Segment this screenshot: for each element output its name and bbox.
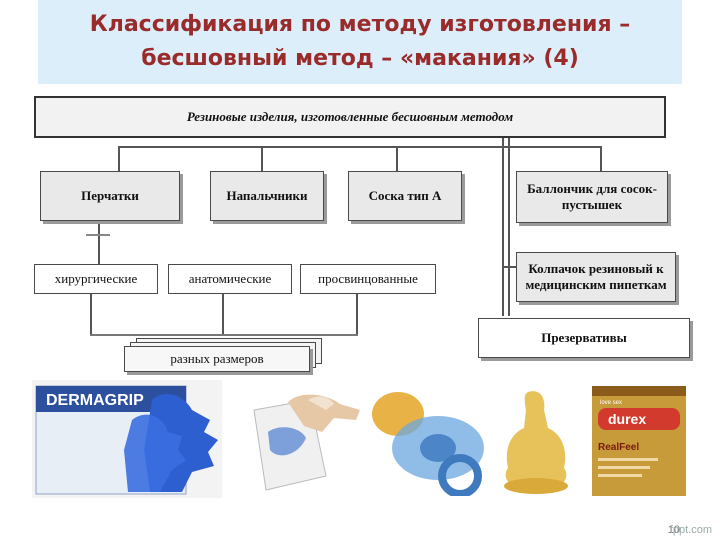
node-leaded: просвинцованные [300,264,436,294]
condom-box-photo: love sex durex RealFeel [586,382,690,498]
connector [508,138,510,316]
connector [118,146,602,148]
condom-brand-text: durex [608,411,646,427]
node-gloves: Перчатки [40,171,180,221]
classification-diagram: Резиновые изделия, изготовленные бесшовн… [26,86,706,376]
connector [98,224,100,264]
connector [600,146,602,171]
node-condoms: Презервативы [478,318,690,358]
slide-title: Классификация по методу изготовления – б… [38,8,682,76]
page-number: 10 [667,524,680,536]
node-surgical: хирургические [34,264,158,294]
node-anatomical: анатомические [168,264,292,294]
surgical-gloves-photo: DERMAGRIP [32,380,222,498]
title-line-1: Классификация по методу изготовления – [89,12,631,37]
connector [90,334,358,336]
condom-tagline-text: love sex [600,400,622,406]
node-various-sizes: разных размеров [124,346,310,372]
gloves-brand-text: DERMAGRIP [46,392,144,409]
footer-site-logo: fppt.com [669,524,712,536]
condom-variant-text: RealFeel [598,442,639,453]
connector [86,234,110,236]
node-nipple-type-a: Соска тип А [348,171,462,221]
node-finger-cots: Напальчники [210,171,324,221]
connector [118,146,120,171]
connector [90,294,92,334]
finger-cot-photo [248,380,366,498]
connector [356,294,358,334]
connector [502,138,504,316]
title-band [38,0,682,84]
pacifier-photo [368,378,492,496]
node-pacifier-bulb: Баллончик для сосок-пустышек [516,171,668,223]
connector [261,146,263,171]
connector [396,146,398,171]
title-line-2: бесшовный метод – «макания» (4) [141,46,579,71]
diagram-root-box: Резиновые изделия, изготовленные бесшовн… [34,96,666,138]
node-pipette-cap: Колпачок резиновый к медицинским пипетка… [516,252,676,302]
connector [222,294,224,334]
connector [502,266,516,268]
nipple-photo [500,388,572,496]
